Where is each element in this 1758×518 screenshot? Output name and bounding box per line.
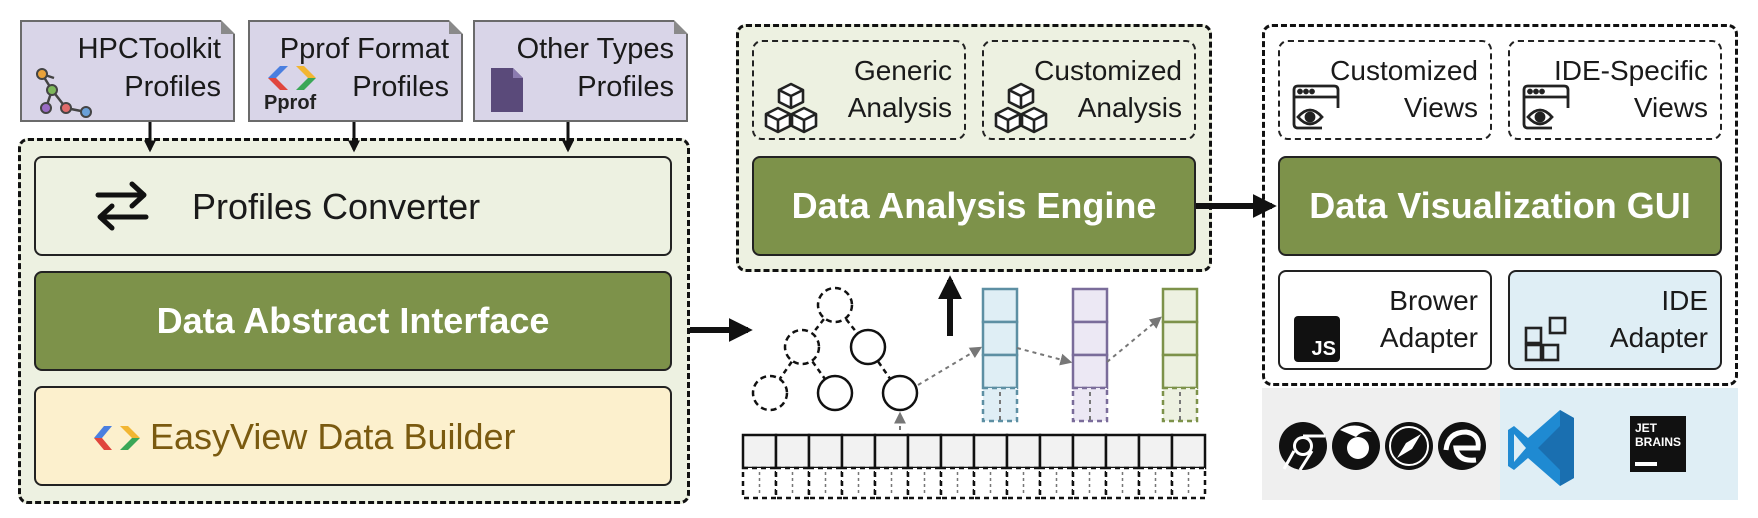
tree-icon [36,68,92,118]
customized-views-box: Customized Views [1278,40,1492,140]
data-abstract-interface-box: Data Abstract Interface [34,271,672,371]
label-line: Analysis [847,92,952,123]
metric-array-purple [1071,287,1109,423]
browser-adapter-label: Brower Adapter [1380,282,1478,356]
customized-analysis-label: Customized Analysis [1034,52,1182,126]
label-line: Adapter [1609,322,1708,353]
label-line: Adapter [1379,322,1478,353]
table-cell [774,433,811,470]
array-dotted-links [894,316,1181,438]
table-cell [741,433,778,470]
label-line: Generic [853,55,952,86]
customized-analysis-box: Customized Analysis [982,40,1196,140]
table-cell [1071,433,1108,470]
tree-node [849,328,887,366]
table-cell [1104,433,1141,470]
table-cell [1137,433,1174,470]
hpctoolkit-label: HPCToolkit Profiles [78,30,221,106]
jetbrains-text-line1: JET [1635,421,1658,435]
browser-eye-icon [1292,84,1340,130]
doc-corner [674,20,688,34]
other-types-label: Other Types Profiles [517,30,674,106]
ide-specific-views-label: IDE-Specific Views [1554,52,1708,126]
browser-eye-icon [1522,84,1570,130]
label-line: IDE-Specific [1553,55,1708,86]
label-line: Views [1403,92,1478,123]
customized-views-label: Customized Views [1330,52,1478,126]
data-table-row [741,433,1207,500]
vscode-icon [1508,410,1574,486]
hpctoolkit-profiles-doc: HPCToolkit Profiles [20,20,235,122]
jetbrains-text-line2: BRAINS [1635,435,1681,449]
label-line: Other Types [516,33,674,65]
plugin-icon [1524,316,1567,362]
label-line: Analysis [1077,92,1182,123]
input-arrows [144,122,574,153]
label-line: Profiles [577,71,674,103]
swap-arrows-icon [95,181,149,231]
other-profiles-doc: Other Types Profiles [473,20,688,122]
tree-node [783,328,821,366]
tree-node [816,286,854,324]
document-icon [491,68,523,112]
table-cell [840,433,877,470]
firefox-icon [1332,422,1380,470]
pprof-profiles-doc: Pprof Pprof Format Profiles [248,20,463,122]
table-cell [807,433,844,470]
profiles-converter-label: Profiles Converter [192,186,481,227]
pprof-label: Pprof Format Profiles [280,30,449,106]
data-abstract-interface-label: Data Abstract Interface [156,300,550,341]
tree-node [816,374,854,412]
table-cell [1038,433,1075,470]
doc-corner [221,20,235,34]
pprof-logo-text: Pprof [264,92,317,114]
browser-adapter-box: JS Brower Adapter [1278,270,1492,370]
js-text: JS [1311,338,1336,360]
label-line: Brower [1389,285,1478,316]
safari-icon [1385,422,1433,470]
cubes-icon [764,82,818,134]
table-cell [1170,433,1207,470]
table-cell [972,433,1009,470]
table-cell [939,433,976,470]
metric-array-olive [1161,287,1199,423]
ide-specific-views-box: IDE-Specific Views [1508,40,1722,140]
label-line: IDE [1661,285,1708,316]
tree-node [881,374,919,412]
label-line: Profiles [352,71,449,103]
table-cell [906,433,943,470]
generic-analysis-box: Generic Analysis [752,40,966,140]
javascript-icon: JS [1294,316,1340,362]
table-cell [873,433,910,470]
generic-analysis-label: Generic Analysis [848,52,952,126]
label-line: Pprof Format [279,33,449,65]
label-line: Profiles [124,71,221,103]
chrome-icon [1279,422,1327,471]
label-line: Views [1633,92,1708,123]
label-line: Customized [1330,55,1478,86]
data-analysis-engine-label: Data Analysis Engine [791,185,1157,226]
label-line: HPCToolkit [77,33,221,65]
data-visualization-gui-label: Data Visualization GUI [1309,185,1691,226]
edge-icon [1438,422,1486,470]
pprof-logo [268,66,316,90]
cubes-icon [994,82,1048,134]
easyview-data-builder-label: EasyView Data Builder [150,416,516,457]
easyview-logo [94,426,140,450]
tree-structure [751,286,919,412]
doc-corner [449,20,463,34]
label-line: Customized [1034,55,1182,86]
profiles-converter-box: Profiles Converter [34,156,672,256]
data-visualization-gui-box: Data Visualization GUI [1278,156,1722,256]
table-cell [1005,433,1042,470]
jetbrains-icon [1630,416,1686,472]
ide-adapter-box: IDE Adapter [1508,270,1722,370]
tree-node [751,374,789,412]
ide-adapter-label: IDE Adapter [1610,282,1708,356]
data-analysis-engine-box: Data Analysis Engine [752,156,1196,256]
easyview-data-builder-box: EasyView Data Builder [34,386,672,486]
